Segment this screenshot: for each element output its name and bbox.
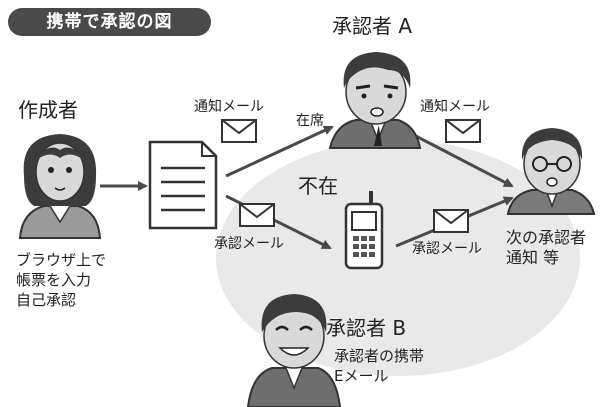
- creator-name: 作成者: [18, 98, 78, 122]
- mobile-phone-icon: [344, 191, 384, 270]
- creator-figure-icon: [18, 134, 102, 239]
- document-icon: [148, 140, 218, 230]
- approver-b-note-line: Eメール: [334, 367, 389, 385]
- next-approver-note-line: 通知 等: [506, 248, 560, 267]
- creator-note: ブラウザ上で 帳票を入力 自己承認: [16, 250, 106, 310]
- creator-note-line: ブラウザ上で: [16, 251, 107, 269]
- approver-b-note-line: 承認者の携帯: [334, 347, 425, 365]
- creator-note-line: 自己承認: [16, 291, 77, 309]
- mail-label-b-to-next: 承認メール: [412, 241, 482, 257]
- next-approver-note: 次の承認者 通知 等: [506, 228, 586, 268]
- mail-label-to-b: 承認メール: [214, 236, 284, 252]
- mail-envelope-icon: [239, 203, 275, 227]
- approver-a-status: 在席: [296, 113, 324, 129]
- approver-a-name: 承認者 A: [332, 14, 413, 38]
- arrow-document-to-approver-a: [225, 125, 334, 178]
- approver-b-status: 不在: [298, 174, 338, 198]
- approver-b-figure-icon: [246, 294, 342, 407]
- approver-a-figure-icon: [328, 52, 422, 149]
- next-approver-note-line: 次の承認者: [506, 228, 587, 247]
- mail-label-to-a: 通知メール: [194, 99, 264, 115]
- diagram-title: 携帯で承認の図: [8, 8, 211, 36]
- approver-b-name: 承認者 B: [326, 316, 407, 340]
- mail-envelope-icon: [445, 119, 481, 143]
- next-approver-figure-icon: [506, 128, 596, 215]
- approver-b-note: 承認者の携帯 Eメール: [334, 346, 424, 386]
- mail-envelope-icon: [221, 119, 257, 143]
- creator-note-line: 帳票を入力: [16, 271, 92, 289]
- arrow-approver-a-to-next: [409, 131, 514, 188]
- mail-envelope-icon: [433, 209, 469, 233]
- mail-label-a-to-next: 通知メール: [420, 99, 490, 115]
